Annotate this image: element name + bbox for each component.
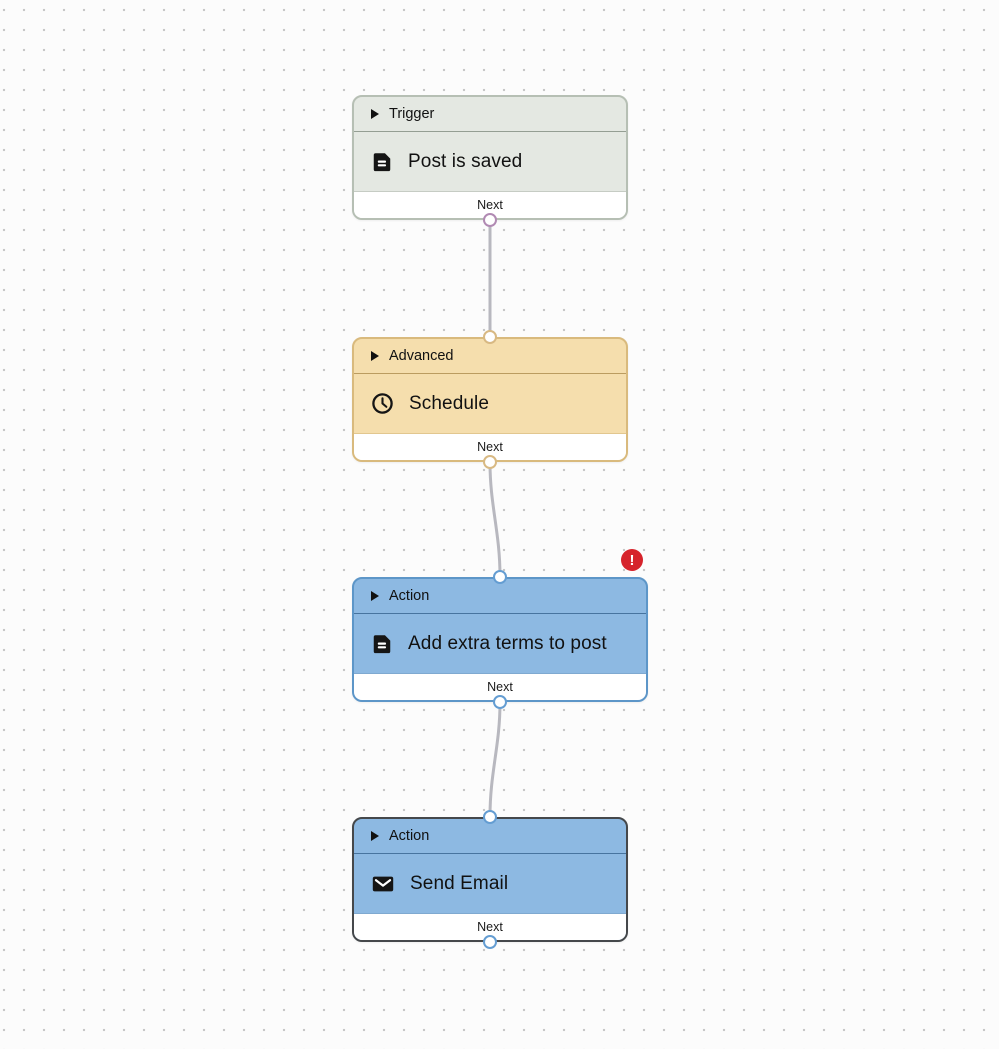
collapse-triangle-icon [371,591,379,601]
output-port[interactable] [482,213,497,227]
node-header[interactable]: Trigger [354,97,626,132]
node-body[interactable]: Schedule [354,374,626,433]
node-title: Post is saved [408,150,523,172]
node-category-label: Trigger [389,106,435,122]
node-header[interactable]: Advanced [354,339,626,374]
node-action-send-email[interactable]: Action Send Email Next [352,810,628,949]
input-port[interactable] [482,330,497,344]
next-output-label: Next [477,198,503,212]
input-port[interactable] [482,810,497,824]
node-category-label: Action [389,588,430,604]
node-body[interactable]: Add extra terms to post [354,614,646,673]
document-icon [371,151,393,173]
output-port[interactable] [482,935,497,949]
node-trigger-post-is-saved[interactable]: Trigger Post is saved Next [352,95,628,227]
edge-advanced-to-action1[interactable] [488,461,502,578]
clock-icon [371,392,394,415]
input-port[interactable] [492,570,507,584]
output-port[interactable] [482,455,497,469]
node-title: Add extra terms to post [408,632,607,654]
envelope-icon [371,872,395,896]
error-exclamation-icon: ! [629,551,635,569]
node-category-label: Action [389,828,430,844]
edge-action1-to-action2[interactable] [488,701,502,818]
node-action-add-extra-terms[interactable]: ! Action Add extra terms to post Next [352,549,648,709]
next-output-label: Next [477,920,503,934]
output-port[interactable] [492,695,507,709]
node-header[interactable]: Action [354,819,626,854]
collapse-triangle-icon [371,109,379,119]
node-header[interactable]: Action [354,579,646,614]
node-footer: Next [354,191,626,218]
node-title: Send Email [410,872,509,894]
next-output-label: Next [487,680,513,694]
error-badge[interactable]: ! [621,549,643,571]
collapse-triangle-icon [371,831,379,841]
collapse-triangle-icon [371,351,379,361]
node-advanced-schedule[interactable]: Advanced Schedule Next [352,330,628,469]
node-title: Schedule [409,392,490,414]
next-output-label: Next [477,440,503,454]
node-body[interactable]: Post is saved [354,132,626,191]
node-body[interactable]: Send Email [354,854,626,913]
node-category-label: Advanced [389,348,454,364]
document-icon [371,633,393,655]
